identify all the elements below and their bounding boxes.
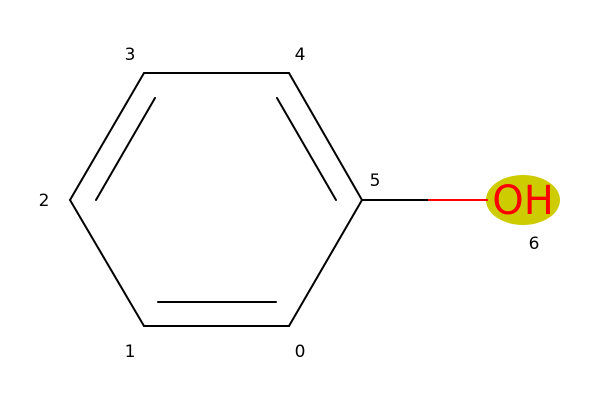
hydroxyl-label: OH <box>492 178 554 224</box>
oxygen-highlight <box>486 175 560 225</box>
benzene-ring <box>69 72 363 327</box>
bond-4-5 <box>288 72 363 201</box>
atom-index-0: 0 <box>295 342 306 362</box>
bond-1-2 <box>69 199 145 327</box>
atom-index-2: 2 <box>39 191 50 211</box>
atom-index-4: 4 <box>295 45 306 65</box>
bond-5-0 <box>288 199 363 327</box>
bond-2-3-inner <box>95 97 156 201</box>
atom-index-6: 6 <box>529 234 540 254</box>
bond-2-3 <box>69 72 145 201</box>
atom-index-1: 1 <box>125 342 136 362</box>
atom-index-5: 5 <box>370 171 381 191</box>
bond-4-5-inner <box>276 97 337 201</box>
atom-index-3: 3 <box>125 45 136 65</box>
